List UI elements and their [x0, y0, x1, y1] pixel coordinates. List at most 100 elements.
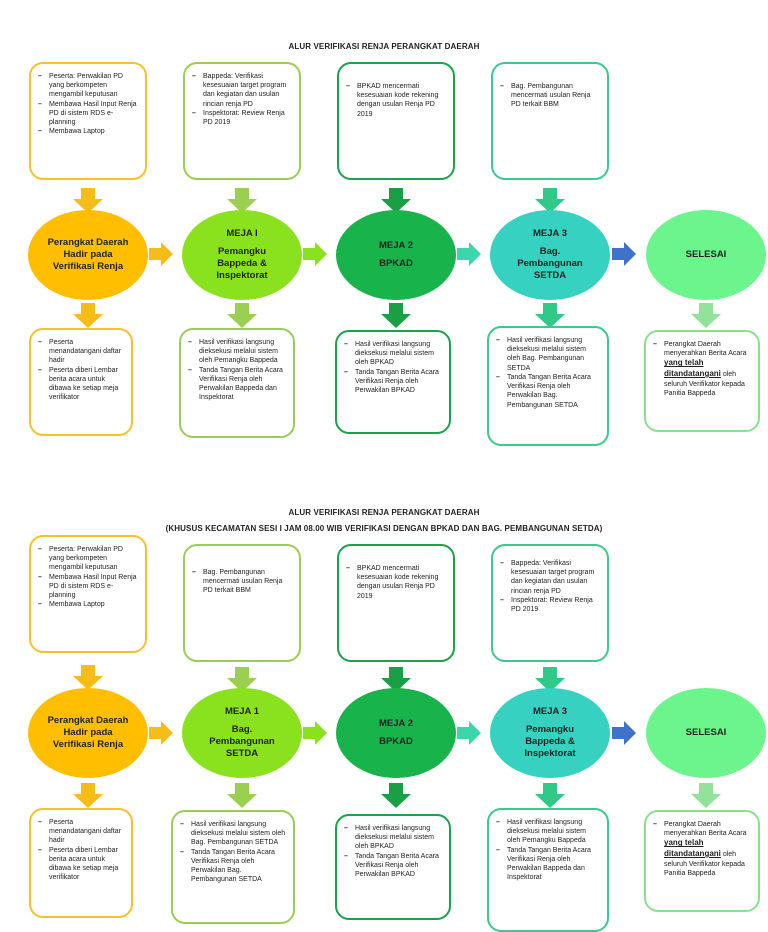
- arrow-down-icon: [381, 667, 411, 692]
- arrow-right-icon: [612, 721, 636, 745]
- arrow-down-icon: [227, 667, 257, 692]
- list-item: Hasil verifikasi langsung dieksekusi mel…: [344, 340, 443, 368]
- stage-label: SELESAI: [685, 727, 727, 739]
- list-item: Tanda Tangan Berita Acara Verifikasi Ren…: [496, 846, 601, 883]
- stage-head: MEJA 2: [379, 718, 413, 730]
- stage-label: Perangkat Daerah Hadir pada Verifikasi R…: [47, 237, 129, 272]
- bottom-box-meja-2: Hasil verifikasi langsung dieksekusi mel…: [335, 814, 451, 920]
- stage-label: Bag. Pembangunan SETDA: [517, 246, 583, 281]
- list-item: Inspektorat: Review Renja PD 2019: [192, 109, 293, 127]
- bottom-box-meja-1: Hasil verifikasi langsung dieksekusi mel…: [179, 328, 295, 438]
- top-box-meja-3: Bag. Pembangunan mencermati usulan Renja…: [491, 62, 609, 180]
- list-item: Tanda Tangan Berita Acara Verifikasi Ren…: [188, 366, 287, 403]
- list-item: Inspektorat: Review Renja PD 2019: [500, 596, 601, 614]
- arrow-down-icon: [381, 303, 411, 328]
- list-item: Hasil verifikasi langsung dieksekusi mel…: [180, 820, 287, 848]
- arrow-down-icon: [73, 783, 103, 808]
- stage-selesai: SELESAI: [646, 688, 766, 778]
- arrow-down-icon: [227, 303, 257, 328]
- diagram-subtitle: (KHUSUS KECAMATAN SESI I JAM 08.00 WIB V…: [165, 524, 603, 533]
- diagram-title: ALUR VERIFIKASI RENJA PERANGKAT DAERAH: [288, 42, 480, 51]
- diagram-title: ALUR VERIFIKASI RENJA PERANGKAT DAERAH: [288, 508, 480, 517]
- stage-perangkat-daerah: Perangkat Daerah Hadir pada Verifikasi R…: [28, 210, 148, 300]
- arrow-down-icon: [227, 188, 257, 213]
- stage-label: Bag. Pembangunan SETDA: [209, 724, 275, 759]
- arrow-right-icon: [149, 242, 173, 266]
- list-item: Tanda Tangan Berita Acara Verifikasi Ren…: [344, 368, 443, 396]
- list-item: BPKAD mencermati kesesuaian kode rekenin…: [346, 564, 447, 601]
- top-box-peserta: Peserta: Perwakilan PD yang berkompeten …: [29, 62, 147, 180]
- arrow-down-icon: [73, 188, 103, 213]
- arrow-down-icon: [73, 665, 103, 690]
- stage-label: BPKAD: [379, 736, 413, 747]
- arrow-down-icon: [227, 783, 257, 808]
- stage-label: Pemangku Bappeda & Inspektorat: [216, 246, 268, 281]
- bottom-box-selesai: Perangkat Daerah menyerahkan Berita Acar…: [644, 810, 760, 912]
- bottom-box-peserta: Peserta menandatangani daftar hadir Pese…: [29, 808, 133, 918]
- list-item: Peserta menandatangani daftar hadir: [38, 338, 125, 366]
- bottom-box-selesai: Perangkat Daerah menyerahkan Berita Acar…: [644, 330, 760, 432]
- list-item: Bag. Pembangunan mencermati usulan Renja…: [192, 568, 293, 596]
- stage-label: Perangkat Daerah Hadir pada Verifikasi R…: [47, 715, 129, 750]
- list-item: Bappeda: Verifikasi kesesuaian target pr…: [192, 72, 293, 109]
- list-item: Peserta diberi Lembar berita acara untuk…: [38, 846, 125, 883]
- bottom-box-peserta: Peserta menandatangani daftar hadir Pese…: [29, 328, 133, 436]
- stage-meja-1: MEJA I Pemangku Bappeda & Inspektorat: [182, 210, 302, 300]
- arrow-right-icon: [457, 242, 481, 266]
- list-item: Peserta menandatangani daftar hadir: [38, 818, 125, 846]
- arrow-down-icon: [535, 667, 565, 692]
- list-item: Hasil verifikasi langsung dieksekusi mel…: [496, 336, 601, 373]
- arrow-down-icon: [535, 783, 565, 808]
- top-box-meja-1: Bappeda: Verifikasi kesesuaian target pr…: [183, 62, 301, 180]
- list-item: Tanda Tangan Berita Acara Verifikasi Ren…: [496, 373, 601, 410]
- arrow-right-icon: [303, 242, 327, 266]
- arrow-down-icon: [73, 303, 103, 328]
- list-item: Bappeda: Verifikasi kesesuaian target pr…: [500, 559, 601, 596]
- stage-meja-3: MEJA 3 Pemangku Bappeda & Inspektorat: [490, 688, 610, 778]
- stage-label: BPKAD: [379, 258, 413, 269]
- arrow-down-icon: [691, 783, 721, 808]
- arrow-down-icon: [691, 303, 721, 328]
- list-item: Peserta: Perwakilan PD yang berkompeten …: [38, 72, 139, 100]
- top-box-peserta: Peserta: Perwakilan PD yang berkompeten …: [29, 535, 147, 653]
- list-item: Membawa Laptop: [38, 600, 139, 609]
- top-box-meja-1: Bag. Pembangunan mencermati usulan Renja…: [183, 544, 301, 662]
- stage-meja-1: MEJA 1 Bag. Pembangunan SETDA: [182, 688, 302, 778]
- arrow-right-icon: [149, 721, 173, 745]
- list-item: Hasil verifikasi langsung dieksekusi mel…: [344, 824, 443, 852]
- top-box-meja-2: BPKAD mencermati kesesuaian kode rekenin…: [337, 62, 455, 180]
- arrow-down-icon: [381, 783, 411, 808]
- list-item: Peserta: Perwakilan PD yang berkompeten …: [38, 545, 139, 573]
- stage-head: MEJA 1: [225, 706, 259, 718]
- stage-selesai: SELESAI: [646, 210, 766, 300]
- list-item: Peserta diberi Lembar berita acara untuk…: [38, 366, 125, 403]
- top-box-meja-3: Bappeda: Verifikasi kesesuaian target pr…: [491, 544, 609, 662]
- list-item: Membawa Laptop: [38, 127, 139, 136]
- stage-head: MEJA 2: [379, 240, 413, 252]
- stage-head: MEJA I: [226, 228, 258, 240]
- stage-meja-2: MEJA 2 BPKAD: [336, 210, 456, 300]
- stage-meja-2: MEJA 2 BPKAD: [336, 688, 456, 778]
- list-item: Membawa Hasil Input Renja PD di sistem R…: [38, 100, 139, 128]
- list-item: BPKAD mencermati kesesuaian kode rekenin…: [346, 82, 447, 119]
- stage-head: MEJA 3: [533, 228, 567, 240]
- arrow-down-icon: [535, 303, 565, 328]
- arrow-down-icon: [381, 188, 411, 213]
- list-item: Hasil verifikasi langsung dieksekusi mel…: [496, 818, 601, 846]
- bottom-box-meja-3: Hasil verifikasi langsung dieksekusi mel…: [487, 808, 609, 932]
- arrow-right-icon: [457, 721, 481, 745]
- list-item: Hasil verifikasi langsung dieksekusi mel…: [188, 338, 287, 366]
- list-item: Bag. Pembangunan mencermati usulan Renja…: [500, 82, 601, 110]
- bottom-box-meja-1: Hasil verifikasi langsung dieksekusi mel…: [171, 810, 295, 924]
- arrow-right-icon: [303, 721, 327, 745]
- stage-meja-3: MEJA 3 Bag. Pembangunan SETDA: [490, 210, 610, 300]
- top-box-meja-2: BPKAD mencermati kesesuaian kode rekenin…: [337, 544, 455, 662]
- arrow-right-icon: [612, 242, 636, 266]
- arrow-down-icon: [535, 188, 565, 213]
- stage-head: MEJA 3: [533, 706, 567, 718]
- stage-label: Pemangku Bappeda & Inspektorat: [524, 724, 576, 759]
- stage-perangkat-daerah: Perangkat Daerah Hadir pada Verifikasi R…: [28, 688, 148, 778]
- list-item: Perangkat Daerah menyerahkan Berita Acar…: [653, 340, 752, 398]
- bottom-box-meja-2: Hasil verifikasi langsung dieksekusi mel…: [335, 330, 451, 434]
- list-item: Membawa Hasil Input Renja PD di sistem R…: [38, 573, 139, 601]
